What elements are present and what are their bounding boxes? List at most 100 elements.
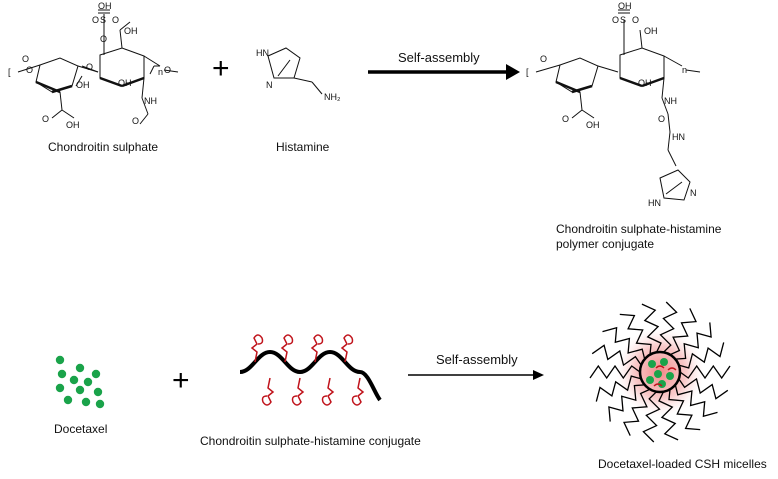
micelle-tails [589,301,731,443]
docetaxel-molecule [93,387,103,397]
label-self-assembly-1: Self-assembly [398,50,480,65]
atom-o: O [164,65,171,75]
docetaxel-molecule [81,397,91,407]
atom-nh2: NH₂ [324,92,341,102]
bracket-n: n [158,67,163,77]
atom-o: O [42,114,49,124]
plus-sign-2: + [172,364,190,397]
micelle-loaded-drug [646,358,677,388]
conjugate-side-groups [250,334,365,406]
micelle-tail [658,391,679,441]
atom-o: O [112,15,119,25]
atom-s: S [100,15,106,25]
micelle-tail [669,308,697,356]
side-group-down [261,377,275,406]
side-group-up [250,334,264,363]
micelle-tail [623,388,651,436]
docetaxel-molecule [75,385,85,395]
csh-chain [239,334,382,406]
micelle-tail [602,326,646,360]
atom-hn: HN [256,48,269,58]
atom-nh: NH [664,96,677,106]
side-group-down [351,377,365,406]
atom-o: O [22,54,29,64]
atom-oh: OH [124,26,138,36]
micelle-tail [679,364,731,380]
micelle-tail [674,384,718,418]
reaction-arrow-1 [368,64,520,80]
docetaxel-molecule [57,369,67,379]
micelle-core [638,350,682,394]
label-chondroitin-sulphate: Chondroitin sulphate [48,140,159,154]
micelle-tail [678,342,725,369]
side-group-down [321,377,335,406]
histamine-atoms: HN N NH₂ [256,48,341,102]
atom-hn: HN [672,132,685,142]
atom-o: O [612,15,619,25]
atom-o: O [26,65,33,75]
bracket: [ [8,67,11,77]
docetaxel-molecule [95,399,105,409]
loaded-docetaxel [648,360,656,368]
docetaxel-molecule [63,395,73,405]
core-conjugate-segment [653,383,663,387]
atom-n: N [266,80,273,90]
micelle-tail [591,344,642,367]
side-group-up [280,334,294,363]
label-docetaxel: Docetaxel [54,422,108,436]
atom-oh: OH [638,78,652,88]
micelle-tail [642,391,661,443]
atom-o: O [632,15,639,25]
atom-o: O [92,15,99,25]
micelle-tail [641,303,662,353]
loaded-docetaxel [658,380,666,388]
docetaxel-cluster [55,355,105,409]
atom-nh: NH [144,96,157,106]
side-group-down [291,377,305,406]
chain-backbone [239,349,382,402]
label-docetaxel-micelles: Docetaxel-loaded CSH micelles [598,457,767,471]
csh-conjugate-atoms: OH O S O OH [ O O OH OH NH O HN n HN N [526,1,697,208]
atom-oh: OH [618,1,632,11]
docetaxel-molecule [55,355,65,365]
loaded-docetaxel [646,376,654,384]
bracket: [ [526,67,529,77]
atom-o: O [100,34,107,44]
micelle-tail [619,313,652,355]
bracket-n: n [682,65,687,75]
micelle-tail [595,375,642,402]
micelle-tail [608,384,645,422]
atom-oh: OH [98,1,112,11]
label-csh-conjugate: Chondroitin sulphate-histamine conjugate [200,434,421,448]
loaded-docetaxel [666,372,674,380]
atom-oh: OH [66,120,80,130]
reaction-arrow-2 [408,370,544,380]
docetaxel-molecule [83,377,93,387]
atom-o: O [540,54,547,64]
side-group-up [340,334,354,363]
docetaxel-molecule [91,369,101,379]
atom-oh: OH [644,26,658,36]
micelle-tail [675,322,712,360]
docetaxel-molecule [55,383,65,393]
loaded-docetaxel [654,370,662,378]
atom-oh: OH [118,78,132,88]
chondroitin-sulphate-structure [17,9,179,125]
atom-o: O [132,116,139,126]
csh-conjugate-structure [535,9,701,201]
atom-hn: HN [648,198,661,208]
side-group-up [310,334,324,363]
atom-n: N [690,188,697,198]
micelle-tail [678,377,729,400]
loaded-docetaxel [660,358,668,366]
atom-oh: OH [586,120,600,130]
atom-oh: OH [76,80,90,90]
label-histamine: Histamine [276,140,330,154]
chondroitin-sulphate-atoms: OH O S O O OH [ O O OH O O OH OH NH O n … [8,1,171,130]
histamine-structure [267,47,323,95]
atom-o: O [658,114,665,124]
csh-micelle [589,301,731,443]
core-conjugate-segment [667,367,677,371]
docetaxel-molecule [75,363,85,373]
